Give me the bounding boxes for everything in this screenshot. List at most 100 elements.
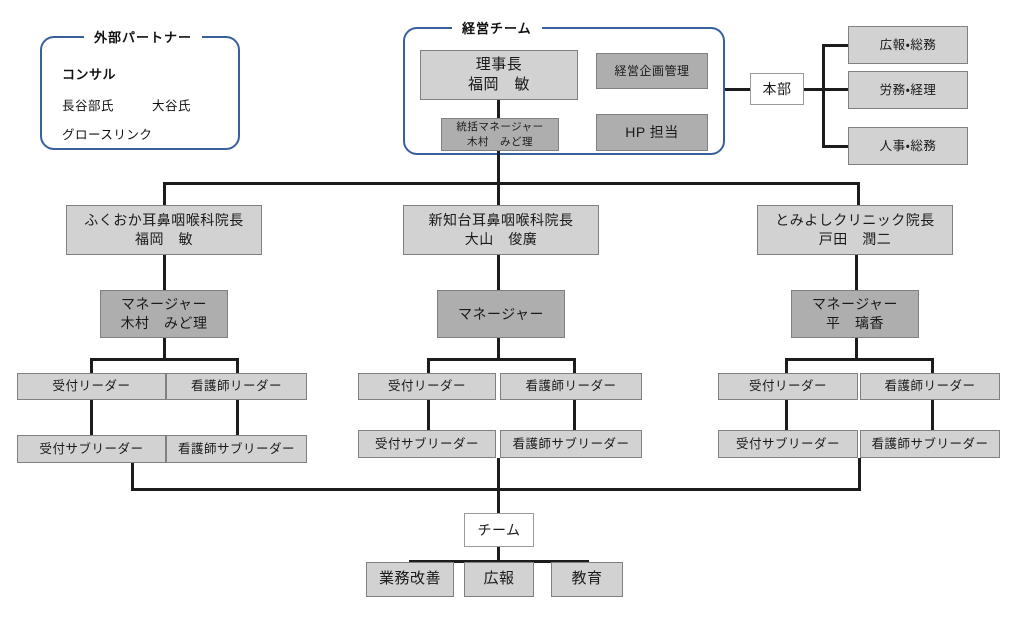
connector-clinic-1-leader-bar [90, 358, 238, 361]
node-hp[interactable]: HP 担当 [596, 114, 708, 151]
group-external-partner-title: 外部パートナー [84, 27, 203, 46]
node-clinic-1-director[interactable]: ふくおか耳鼻咽喉科院長 福岡 敏 [66, 205, 262, 255]
node-dept-labor[interactable]: 労務・経理 [848, 71, 968, 109]
connector-clinic-1-leader-drop-a [90, 358, 93, 374]
node-clinic-3-director-line2: 戸田 潤二 [818, 231, 892, 247]
node-clinic-3-leader-reception[interactable]: 受付リーダー [718, 373, 858, 400]
node-team-label: チーム [477, 521, 521, 538]
connector-bottom-gather-drop-right [858, 458, 861, 490]
node-clinic-3-manager-line2: 平 璃香 [826, 315, 884, 331]
node-dept-hr-label: 人事・総務 [879, 138, 937, 153]
node-clinic-3-manager-line1: マネージャー [811, 296, 899, 313]
connector-clinic-2-leader-bar [427, 358, 575, 361]
connector-clinic-2-director-to-manager [497, 255, 500, 290]
node-clinic-1-leader-nurse[interactable]: 看護師リーダー [166, 373, 307, 400]
connector-bottom-gather-bar [131, 488, 861, 491]
connector-clinic-2-leader-drop-a [427, 358, 430, 374]
connector-clinic-1-sub-drop-a [90, 400, 93, 435]
connector-clinic-2-sub-drop-a [427, 400, 430, 430]
connector-department-branch-labor [822, 88, 848, 91]
connector-team-stem [497, 547, 500, 562]
partner-line-hasebe: 長谷部氏 [62, 99, 115, 113]
node-clinic-1-subleader-nurse-label: 看護師サブリーダー [177, 441, 295, 456]
node-clinic-3-leader-nurse-label: 看護師リーダー [884, 379, 976, 394]
node-planning-management-label: 経営企画管理 [614, 63, 690, 78]
node-clinic-3-subleader-nurse-label: 看護師サブリーダー [871, 436, 989, 451]
node-clinic-3-manager[interactable]: マネージャー 平 璃香 [791, 290, 919, 338]
connector-clinic-3-leader-bar [785, 358, 933, 361]
connector-clinic-3-sub-drop-a [785, 400, 788, 430]
connector-clinic-1-director-to-manager [163, 255, 166, 290]
connector-bottom-gather-drop-left [131, 463, 134, 490]
node-clinic-1-manager[interactable]: マネージャー 木村 みど理 [100, 290, 228, 338]
node-clinic-2-manager[interactable]: マネージャー [437, 290, 565, 338]
connector-clinic-1-manager-stem [163, 338, 166, 360]
node-general-manager-line2: 木村 みど理 [467, 135, 533, 148]
node-head-office[interactable]: 本部 [750, 73, 804, 105]
connector-trunk-vertical-main [497, 151, 500, 205]
node-clinic-2-subleader-nurse[interactable]: 看護師サブリーダー [500, 430, 642, 458]
connector-trunk-drop-left [163, 182, 166, 205]
node-dept-pr-label: 広報・総務 [879, 37, 937, 52]
node-team-child-kaizen[interactable]: 業務改善 [366, 562, 454, 597]
group-management-team-title: 経営チーム [452, 18, 542, 37]
node-team[interactable]: チーム [464, 513, 534, 547]
node-general-manager[interactable]: 統括マネージャー 木村 みど理 [441, 118, 559, 151]
node-clinic-2-director[interactable]: 新知台耳鼻咽喉科院長 大山 俊廣 [403, 205, 599, 255]
node-team-child-pr[interactable]: 広報 [464, 562, 534, 597]
connector-head-office-stub [804, 88, 824, 91]
node-clinic-3-subleader-reception-label: 受付サブリーダー [735, 436, 840, 451]
connector-department-branch-hr [822, 145, 848, 148]
node-clinic-2-leader-reception-label: 受付リーダー [387, 379, 466, 394]
partner-line-growthlink: グロースリンク [62, 128, 153, 142]
connector-chairman-to-general-manager [497, 100, 500, 118]
connector-clinic-3-leader-drop-a [785, 358, 788, 374]
node-clinic-3-leader-nurse[interactable]: 看護師リーダー [860, 373, 1000, 400]
node-clinic-2-director-line2: 大山 俊廣 [464, 231, 538, 247]
node-clinic-3-director[interactable]: とみよしクリニック院長 戸田 潤二 [757, 205, 953, 255]
connector-clinic-1-sub-drop-b [236, 400, 239, 435]
node-clinic-3-director-line1: とみよしクリニック院長 [775, 212, 935, 229]
node-clinic-1-subleader-reception[interactable]: 受付サブリーダー [17, 435, 166, 463]
node-dept-pr[interactable]: 広報・総務 [848, 26, 968, 64]
node-team-child-kaizen-label: 業務改善 [378, 570, 441, 588]
connector-clinic-2-sub-drop-b [573, 400, 576, 430]
node-clinic-2-leader-nurse-label: 看護師リーダー [525, 379, 617, 394]
node-chairman-line2: 福岡 敏 [467, 76, 530, 93]
node-clinic-2-subleader-nurse-label: 看護師サブリーダー [512, 436, 630, 451]
node-general-manager-line1: 統括マネージャー [456, 121, 544, 134]
node-clinic-1-manager-line2: 木村 みど理 [120, 315, 208, 331]
connector-clinic-3-manager-stem [855, 338, 858, 360]
node-clinic-2-leader-reception[interactable]: 受付リーダー [358, 373, 496, 400]
node-clinic-2-subleader-reception[interactable]: 受付サブリーダー [358, 430, 496, 458]
node-chairman[interactable]: 理事長 福岡 敏 [420, 50, 578, 100]
partner-line-consul: コンサル [62, 67, 117, 82]
connector-clinic-3-director-to-manager [855, 255, 858, 290]
connector-clinic-2-leader-drop-b [573, 358, 576, 374]
node-clinic-1-director-line1: ふくおか耳鼻咽喉科院長 [84, 212, 244, 229]
connector-clinic-2-manager-stem [497, 338, 500, 360]
node-chairman-line1: 理事長 [475, 55, 523, 73]
connector-management-to-head-office [725, 88, 750, 91]
node-clinic-3-subleader-reception[interactable]: 受付サブリーダー [718, 430, 858, 458]
node-clinic-1-leader-reception-label: 受付リーダー [52, 379, 131, 394]
node-planning-management[interactable]: 経営企画管理 [596, 53, 708, 89]
node-clinic-1-leader-reception[interactable]: 受付リーダー [17, 373, 166, 400]
connector-clinic-1-leader-drop-b [236, 358, 239, 374]
node-clinic-2-manager-line1: マネージャー [457, 305, 545, 322]
node-clinic-2-leader-nurse[interactable]: 看護師リーダー [500, 373, 642, 400]
node-clinic-2-director-line1: 新知台耳鼻咽喉科院長 [428, 212, 574, 229]
partner-line-otani: 大谷氏 [152, 99, 192, 113]
node-team-child-education-label: 教育 [571, 570, 603, 588]
node-hp-label: HP 担当 [625, 124, 679, 141]
node-clinic-1-subleader-nurse[interactable]: 看護師サブリーダー [166, 435, 307, 463]
group-management-team [403, 27, 725, 155]
connector-trunk-drop-right [857, 182, 860, 205]
node-clinic-1-director-line2: 福岡 敏 [135, 231, 193, 247]
connector-department-branch-pr [822, 44, 848, 47]
connector-clinic-3-sub-drop-b [931, 400, 934, 430]
node-team-child-education[interactable]: 教育 [551, 562, 623, 597]
node-clinic-3-subleader-nurse[interactable]: 看護師サブリーダー [860, 430, 1000, 458]
node-dept-hr[interactable]: 人事・総務 [848, 127, 968, 165]
